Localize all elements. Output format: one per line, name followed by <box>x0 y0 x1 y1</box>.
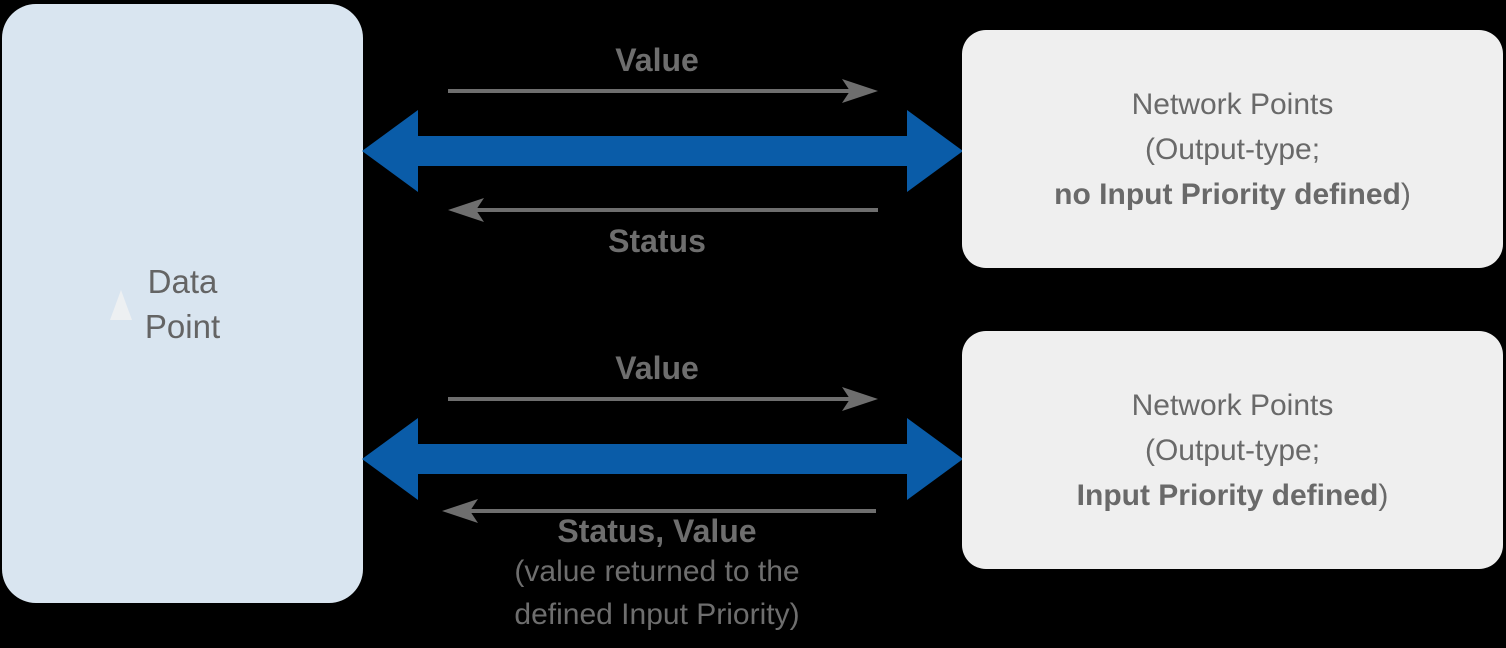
network-points-box-with-priority: Network Points (Output-type; Input Prior… <box>962 331 1503 569</box>
network-box-line3-tail-bottom: ) <box>1378 478 1389 512</box>
network-box-line1-bottom: Network Points <box>1131 388 1334 422</box>
network-box-line3-tail-top: ) <box>1400 177 1411 211</box>
value-arrow-top <box>446 78 878 104</box>
status-label-top: Status <box>608 223 706 259</box>
status-value-arrow-bottom <box>438 498 878 524</box>
network-box-line3-bold-top: no Input Priority defined <box>1054 177 1401 211</box>
network-box-line2-top: (Output-type; <box>1144 132 1321 166</box>
network-box-line3-bold-bottom: Input Priority defined <box>1076 478 1379 512</box>
network-box-line3-bottom: Input Priority defined) <box>1077 473 1389 518</box>
network-box-line3-top: no Input Priority defined) <box>1054 172 1411 217</box>
data-point-box: Data Point <box>2 4 363 603</box>
data-point-marker-icon <box>110 290 132 320</box>
bidirectional-arrow-bottom <box>362 418 963 500</box>
data-point-label-line2: Point <box>144 307 221 345</box>
network-box-line1-top: Network Points <box>1131 87 1334 121</box>
status-arrow-top <box>444 197 880 223</box>
network-box-line2-bottom: (Output-type; <box>1144 433 1321 467</box>
bidirectional-arrow-top <box>362 110 963 192</box>
network-points-box-no-priority: Network Points (Output-type; no Input Pr… <box>962 30 1503 268</box>
data-point-label-line1: Data <box>147 262 218 300</box>
value-label-top: Value <box>615 42 699 78</box>
value-arrow-bottom <box>446 386 878 412</box>
status-value-label-bottom: Status, Value (value returned to the def… <box>514 513 800 631</box>
value-label-bottom: Value <box>615 350 699 386</box>
